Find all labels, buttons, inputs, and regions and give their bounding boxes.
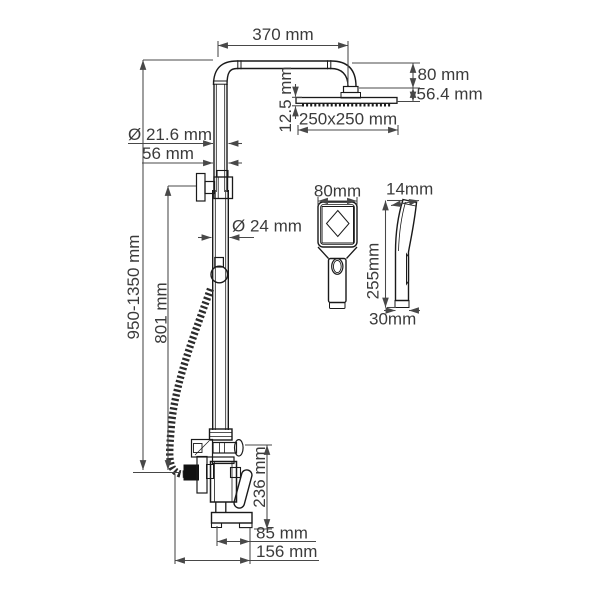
aerator (238, 522, 253, 529)
dimension-hand-shower-handle-label: 30mm (369, 310, 416, 329)
dimension-hand-shower-width: 80mm (314, 182, 361, 205)
spout (210, 511, 253, 524)
hand-shower-button (331, 258, 344, 275)
shower-hose (166, 287, 214, 481)
dimension-hand-shower-handle: 30mm (369, 307, 420, 329)
hand-shower-front-view (317, 201, 358, 309)
dimension-spout-reach: 85 mm (216, 524, 316, 564)
dimension-head-mount-height-label: 56.4 mm (417, 85, 483, 104)
dimension-hand-shower-length: 255mm (364, 199, 402, 309)
hand-shower-holder (210, 256, 229, 284)
dimension-wall-offset: 56 mm (142, 144, 242, 167)
shower-column (211, 80, 230, 430)
dimension-head-mount-height: 56.4 mm (397, 85, 483, 104)
dimension-arm-drop-label: 80 mm (418, 65, 470, 84)
overhead-shower-head (295, 96, 398, 107)
dimension-total-depth-label: 156 mm (256, 542, 317, 561)
dimension-bracket-height: 801 mm (152, 185, 196, 470)
mixer-assembly (190, 428, 253, 529)
dimension-hand-shower-depth-label: 14mm (386, 180, 433, 199)
dimension-hand-shower-length-label: 255mm (364, 243, 383, 300)
dimension-head-size-label: 250x250 mm (299, 110, 397, 129)
dimension-arm-drop: 80 mm (352, 62, 470, 89)
dimension-lower-pipe-diameter: Ø 24 mm (198, 217, 302, 241)
lever-joint (229, 466, 242, 479)
dimension-mixer-height-label: 236 mm (250, 446, 269, 507)
dimension-mixer-height: 236 mm (245, 444, 272, 530)
dimension-hand-shower-depth: 14mm (386, 180, 433, 208)
dimension-head-size: 250x250 mm (297, 110, 399, 135)
dimension-lower-pipe-diameter-label: Ø 24 mm (232, 217, 302, 236)
dimension-arm-reach-label: 370 mm (252, 25, 313, 44)
dimension-head-thickness-label: 12.5 mm (276, 66, 295, 132)
dimension-upper-pipe-diameter-label: Ø 21.6 mm (128, 125, 212, 144)
hand-shower-side-view (394, 198, 418, 308)
dimension-total-depth: 156 mm (174, 474, 319, 564)
dimension-spout-reach-label: 85 mm (256, 524, 308, 543)
dimension-bracket-height-label: 801 mm (152, 282, 171, 343)
overhead-shower-arm (212, 60, 361, 99)
dimension-column-height-label: 950-1350 mm (124, 235, 143, 340)
dimension-hand-shower-width-label: 80mm (314, 182, 361, 201)
dimension-column-height: 950-1350 mm (124, 59, 213, 474)
dimension-head-thickness: 12.5 mm (276, 66, 302, 133)
wall-bracket (195, 169, 234, 202)
dimension-wall-offset-label: 56 mm (142, 144, 194, 163)
mixer-lever (233, 469, 253, 509)
dimension-arm-reach: 370 mm (217, 25, 349, 85)
